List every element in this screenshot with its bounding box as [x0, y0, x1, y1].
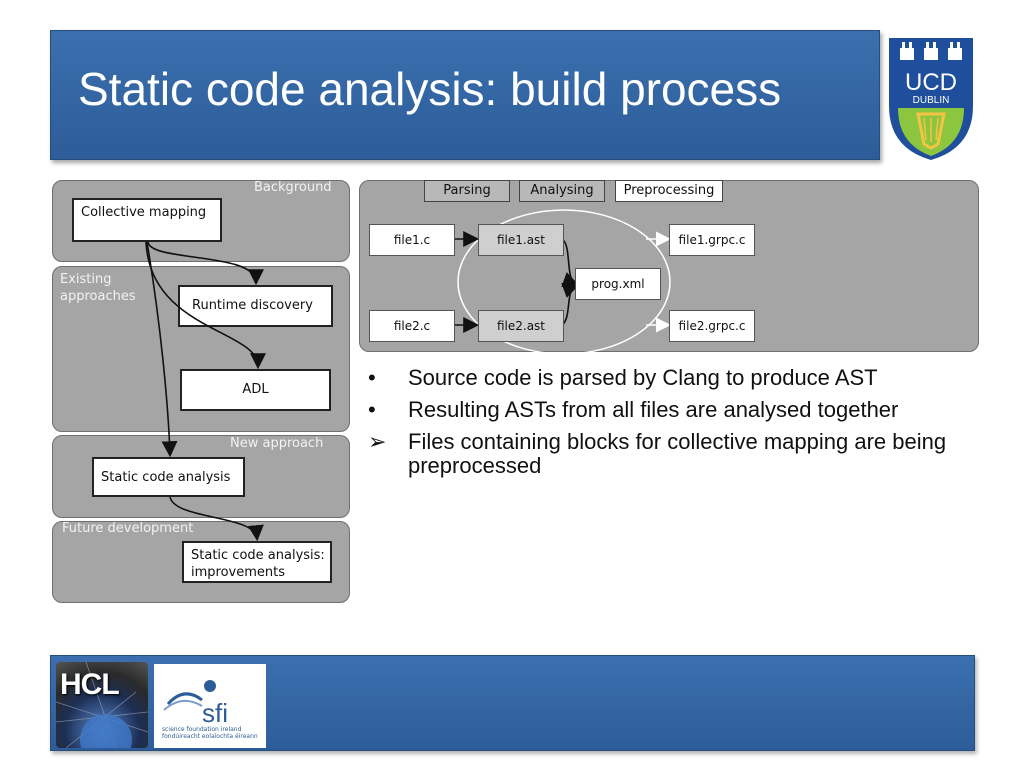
box-static-code-analysis: Static code analysis — [92, 457, 245, 497]
bullet-text: Files containing blocks for collective m… — [408, 429, 947, 478]
section-label-new-approach: New approach — [230, 436, 324, 451]
file2-grpc-c: file2.grpc.c — [669, 310, 755, 342]
sfi-subtitle-en: science foundation ireland — [162, 726, 242, 733]
section-label-background: Background — [254, 180, 332, 195]
ucd-logo: UCD DUBLIN — [886, 36, 976, 161]
box-adl: ADL — [180, 369, 331, 411]
tab-analysing[interactable]: Analysing — [519, 180, 605, 202]
bullet-item: • Resulting ASTs from all files are anal… — [368, 398, 968, 422]
bullet-item: • Source code is parsed by Clang to prod… — [368, 366, 968, 390]
box-collective-mapping: Collective mapping — [72, 198, 222, 242]
box-improvements-line1: Static code analysis: — [191, 548, 325, 563]
box-improvements-line2: improvements — [191, 565, 286, 580]
file1-ast: file1.ast — [478, 224, 564, 256]
file1-c: file1.c — [369, 224, 455, 256]
bullet-marker: ➢ — [368, 429, 387, 454]
bullet-text: Source code is parsed by Clang to produc… — [408, 365, 878, 390]
box-runtime-discovery: Runtime discovery — [178, 285, 333, 327]
title-bar — [50, 30, 880, 160]
hcl-logo-graphic — [56, 662, 148, 748]
ucd-logo-text: UCD — [905, 69, 957, 96]
bullet-marker: • — [368, 397, 376, 422]
bullet-list: • Source code is parsed by Clang to prod… — [368, 366, 968, 486]
slide-title: Static code analysis: build process — [78, 63, 782, 115]
box-improvements: Static code analysis: improvements — [182, 541, 332, 583]
bullet-marker: • — [368, 365, 376, 390]
bullet-item: ➢ Files containing blocks for collective… — [368, 430, 968, 478]
tab-parsing[interactable]: Parsing — [424, 180, 510, 202]
sfi-logo-text: sfi — [202, 698, 228, 724]
ucd-logo-subtext: DUBLIN — [913, 95, 950, 106]
tab-preprocessing[interactable]: Preprocessing — [615, 180, 723, 202]
sfi-logo-subtitle: science foundation ireland fondúireacht … — [162, 726, 258, 740]
section-label-existing: Existing — [60, 272, 112, 287]
prog-xml: prog.xml — [575, 268, 661, 300]
file2-ast: file2.ast — [478, 310, 564, 342]
section-label-approaches: approaches — [60, 289, 136, 304]
file2-c: file2.c — [369, 310, 455, 342]
hcl-logo: HCL — [56, 662, 148, 748]
section-label-future: Future development — [62, 521, 194, 536]
hcl-logo-text: HCL — [60, 668, 120, 701]
sfi-logo: sfi science foundation ireland fondúirea… — [154, 664, 266, 748]
sfi-subtitle-ga: fondúireacht eolaíochta éireann — [162, 733, 258, 740]
bullet-text: Resulting ASTs from all files are analys… — [408, 397, 899, 422]
preprocess-group-outline — [457, 209, 671, 355]
sfi-logo-graphic: sfi — [163, 680, 228, 724]
file1-grpc-c: file1.grpc.c — [669, 224, 755, 256]
